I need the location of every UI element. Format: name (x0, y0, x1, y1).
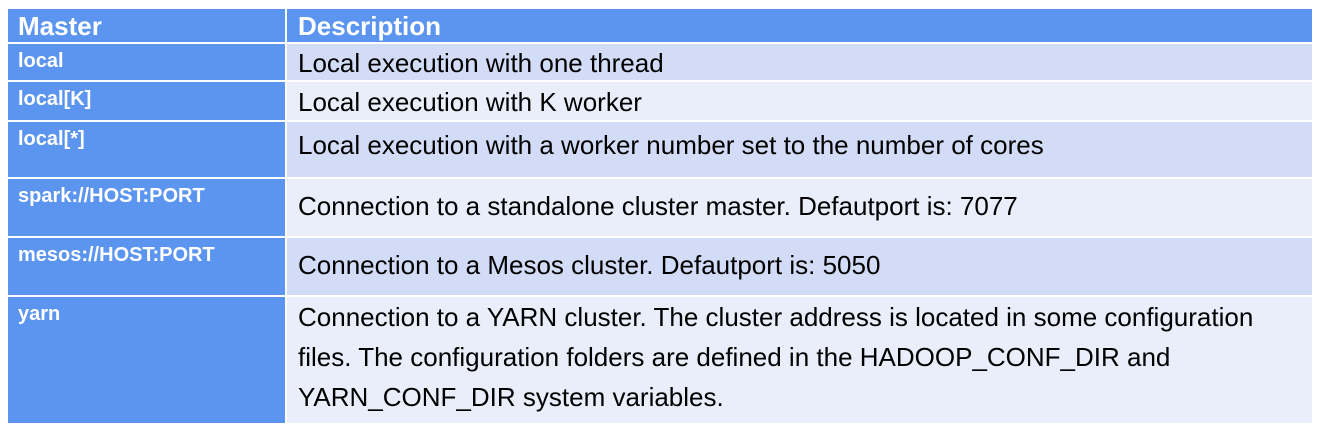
description-cell-spark: Connection to a standalone cluster maste… (287, 179, 1314, 238)
description-cell-local-k: Local execution with K worker (287, 82, 1314, 122)
master-cell-yarn: yarn (8, 297, 287, 423)
description-cell-yarn: Connection to a YARN cluster. The cluste… (287, 297, 1314, 423)
description-cell-local-star: Local execution with a worker number set… (287, 122, 1314, 179)
column-header-description: Description (287, 9, 1314, 44)
master-url-table: Master Description local Local execution… (8, 9, 1314, 423)
master-cell-local-k: local[K] (8, 82, 287, 122)
description-cell-local: Local execution with one thread (287, 44, 1314, 82)
column-header-master: Master (8, 9, 287, 44)
master-cell-mesos: mesos://HOST:PORT (8, 238, 287, 297)
master-cell-local-star: local[*] (8, 122, 287, 179)
description-cell-mesos: Connection to a Mesos cluster. Defautpor… (287, 238, 1314, 297)
master-cell-spark: spark://HOST:PORT (8, 179, 287, 238)
master-cell-local: local (8, 44, 287, 82)
